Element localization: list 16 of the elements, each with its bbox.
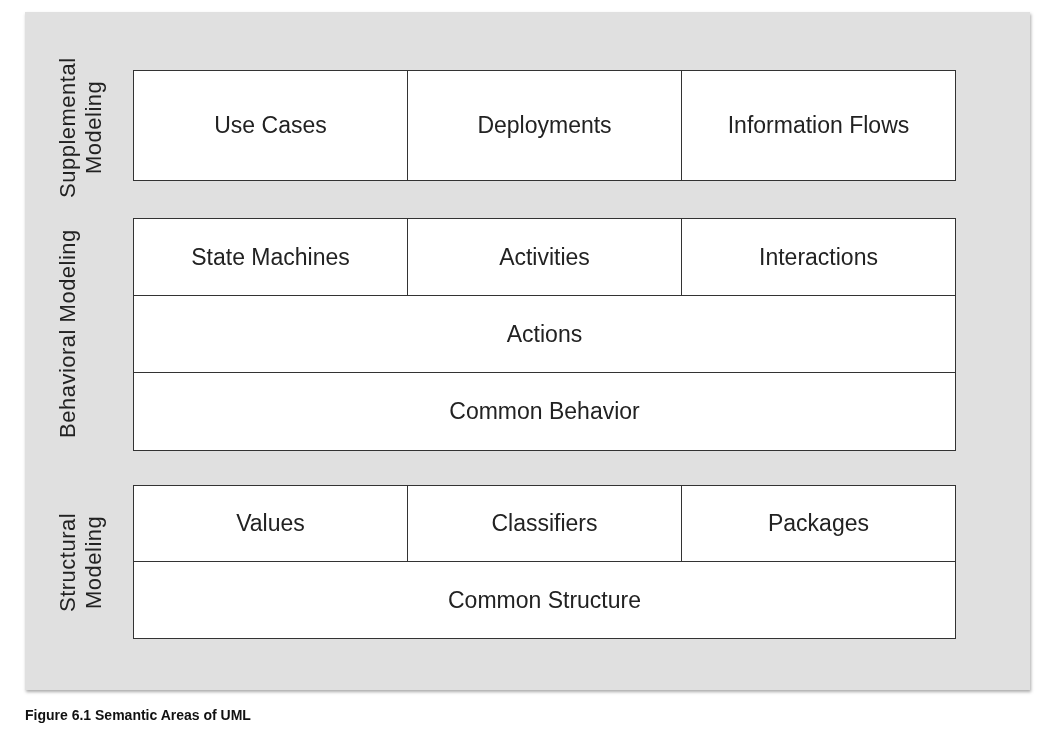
area-label: Supplemental Modeling — [55, 56, 107, 200]
area-label: Behavioral Modeling — [55, 228, 81, 441]
area-box: Common Structure — [133, 561, 956, 639]
area-box: Classifiers — [407, 485, 682, 562]
area-box: Interactions — [681, 218, 956, 296]
area-box: Values — [133, 485, 408, 562]
area-box: Actions — [133, 295, 956, 373]
area-box: Information Flows — [681, 70, 956, 181]
figure-caption: Figure 6.1 Semantic Areas of UML — [25, 707, 251, 723]
area-box: Common Behavior — [133, 372, 956, 451]
area-box: Use Cases — [133, 70, 408, 181]
area-box: Packages — [681, 485, 956, 562]
area-box: State Machines — [133, 218, 408, 296]
area-label: Structural Modeling — [55, 511, 107, 614]
area-box: Deployments — [407, 70, 682, 181]
area-box: Activities — [407, 218, 682, 296]
